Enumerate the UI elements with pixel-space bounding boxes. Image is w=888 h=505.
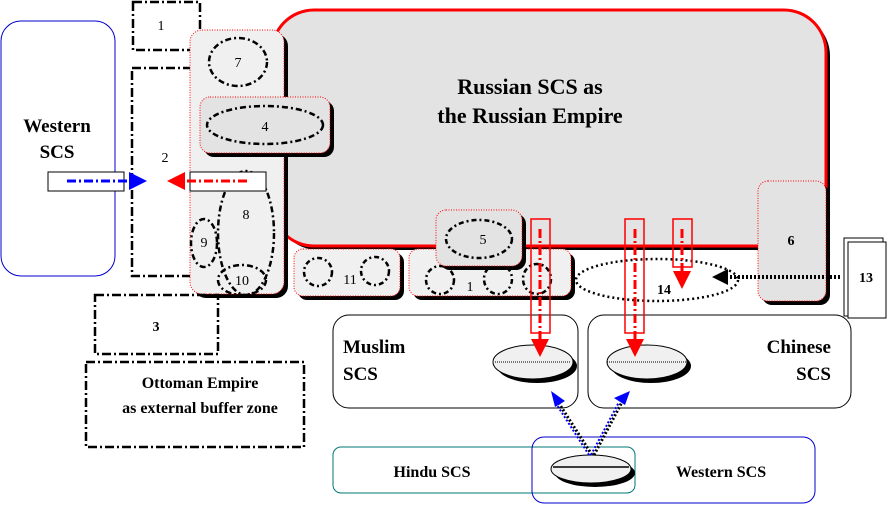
zone-11: 11 [293,248,404,300]
western-scs-bottom-label: Western SCS [676,464,766,481]
zone-3: 3 [93,293,220,356]
hindu-scs-label: Hindu SCS [394,464,471,481]
western-scs-left: Western SCS [0,20,116,277]
russian-empire-title-line1: Russian SCS as [457,74,603,99]
zone-13-pressure-arrow [712,269,840,285]
ottoman-empire-line2: as external buffer zone [122,400,278,417]
russian-pressure-arrow-zone14 [672,218,693,289]
western-scs-left-line2: SCS [40,142,75,163]
zone-8-label: 8 [243,208,250,223]
zone-6-label: 6 [788,234,795,249]
zone-11-label: 11 [343,273,356,288]
zone-5-label: 5 [480,233,487,248]
chinese-scs: Chinese SCS [587,314,852,409]
zone-4-label: 4 [262,120,269,135]
western-scs-bottom: Western SCS [531,436,816,504]
zone-4: 4 [199,96,334,157]
chinese-scs-line1: Chinese [767,337,831,358]
muslim-scs-line1: Muslim [343,337,405,358]
zone-7-label: 7 [235,56,242,71]
zone-14: 14 [574,257,740,303]
zone-13-label: 13 [859,271,873,286]
zone-8: 8 [216,169,276,297]
western-scs-left-line1: Western [23,116,91,137]
zone-3-label: 3 [153,320,160,335]
zone-2-label: 2 [162,151,169,166]
russian-pressure-arrow-muslim [530,218,551,357]
zone-7: 7 [207,36,269,88]
zone-13: 13 [843,237,887,319]
zone-9-label: 9 [201,236,208,251]
zone-9: 9 [189,217,219,269]
muslim-scs-line2: SCS [343,364,378,385]
zone-1-top: 1 [131,0,202,52]
western-influence-arrow-muslim [551,391,594,456]
russian-pressure-arrow-west [167,171,267,192]
russian-pressure-arrow-chinese [624,218,645,357]
zone-10-label: 10 [235,274,249,289]
zone-6: 6 [757,180,830,305]
zone-5: 5 [435,209,526,270]
hindu-scs: Hindu SCS [332,446,636,494]
chinese-scs-line2: SCS [796,364,831,385]
russian-empire-title-line2: the Russian Empire [437,103,623,128]
russian-empire: Russian SCS as the Russian Empire [270,8,830,250]
zone-14-label: 14 [657,283,671,298]
zone-1-top-label: 1 [158,19,165,34]
zone-10: 10 [216,263,268,297]
zone-1-bottom-label: 1 [467,280,474,295]
western-pressure-arrow [47,171,147,192]
muslim-scs: Muslim SCS [332,314,579,409]
western-influence-arrow-chinese [590,391,630,456]
ottoman-empire: Ottoman Empire as external buffer zone [84,360,306,449]
ottoman-empire-line1: Ottoman Empire [142,375,259,392]
